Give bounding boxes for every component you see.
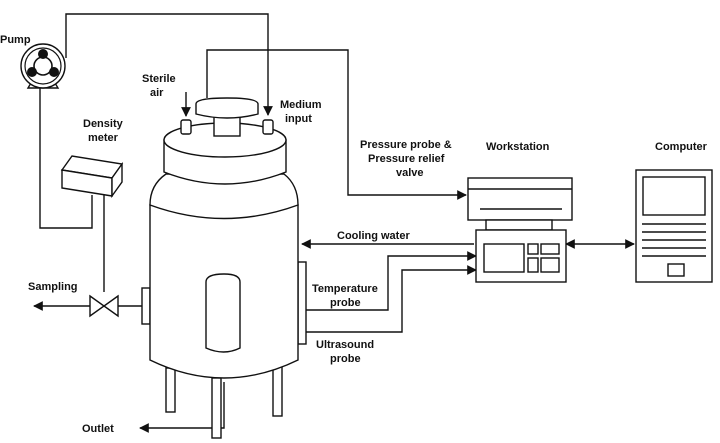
sterile-air-label: Sterile air <box>142 73 179 99</box>
temperature-probe-label: Temperature probe <box>312 283 381 309</box>
sterile-air-label-line2: air <box>150 87 164 99</box>
medium-input-label-line1: Medium <box>280 99 322 111</box>
temperature-probe-label-line2: probe <box>330 297 361 309</box>
sampling-label: Sampling <box>28 281 78 293</box>
pump-feed-line <box>65 13 273 116</box>
density-meter-label-line1: Density <box>83 118 124 130</box>
sampling-valve-icon <box>89 294 119 318</box>
pump-icon <box>20 43 66 89</box>
outlet-label: Outlet <box>82 423 114 435</box>
density-meter-label-line2: meter <box>88 132 119 144</box>
computer-label: Computer <box>655 141 708 153</box>
temperature-probe-label-line1: Temperature <box>312 283 378 295</box>
ultrasound-probe-label: Ultrasound probe <box>316 339 377 365</box>
temperature-line <box>306 251 477 311</box>
sterile-air-label-line1: Sterile <box>142 73 176 85</box>
outlet-line <box>139 382 225 433</box>
pump-label: Pump <box>0 34 31 46</box>
pressure-label-line2: Pressure relief <box>368 153 445 165</box>
density-meter-label: Density meter <box>83 118 126 144</box>
pressure-label-line3: valve <box>396 167 424 179</box>
ultrasound-probe-label-line2: probe <box>330 353 361 365</box>
medium-input-label-line2: input <box>285 113 312 125</box>
ultrasound-line <box>306 265 477 333</box>
pressure-label-line1: Pressure probe & <box>360 139 452 151</box>
medium-input-label: Medium input <box>280 99 325 125</box>
pressure-line <box>206 49 467 200</box>
ultrasound-probe-label-line1: Ultrasound <box>316 339 374 351</box>
computer-icon <box>635 169 713 283</box>
density-meter-icon <box>60 155 124 199</box>
pump-return-line <box>39 85 93 229</box>
pressure-label: Pressure probe & Pressure relief valve <box>360 139 455 179</box>
reactor-vessel <box>141 97 307 439</box>
cooling-water-label: Cooling water <box>337 230 410 242</box>
workstation-label: Workstation <box>486 141 550 153</box>
workstation-icon <box>467 177 573 283</box>
